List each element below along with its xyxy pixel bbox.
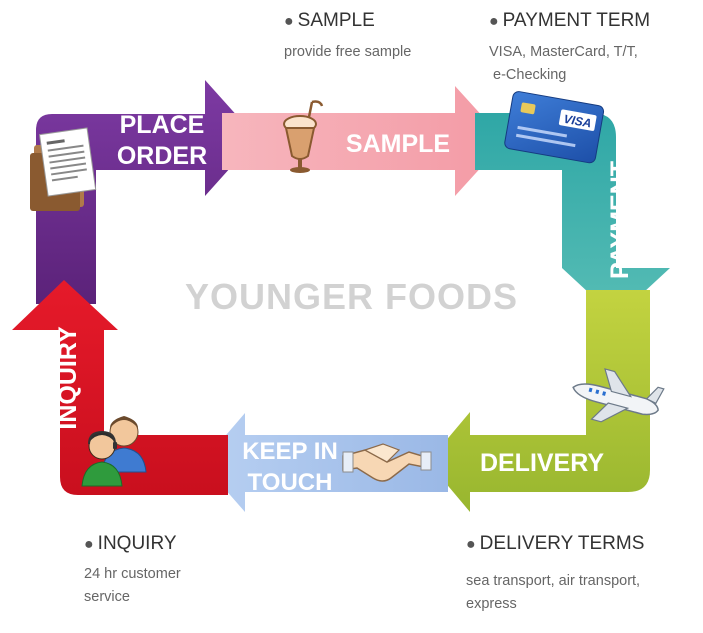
- payment-term-note-title: ●PAYMENT TERM: [489, 10, 651, 31]
- keep-in-touch-arrow: [202, 413, 448, 512]
- payment-arrow: [475, 113, 670, 318]
- sample-label: SAMPLE: [346, 130, 450, 158]
- place-order-label-line2: ORDER: [117, 142, 207, 170]
- payment-segment: PAYMENT: [475, 113, 670, 318]
- delivery-label: DELIVERY: [480, 449, 604, 477]
- payment-term-note-text: VISA, MasterCard, T/T, e-Checking: [489, 44, 638, 83]
- sample-note-text: provide free sample: [284, 44, 412, 60]
- inquiry-note-title: ●INQUIRY: [84, 533, 177, 554]
- card-brand-text: VISA: [563, 112, 593, 131]
- inquiry-label: INQUIRY: [54, 326, 82, 430]
- keep-in-touch-segment: KEEP IN TOUCH: [202, 413, 448, 512]
- place-order-label-line1: PLACE: [120, 111, 205, 139]
- bullet-icon: ●: [489, 13, 499, 30]
- inquiry-segment: INQUIRY: [12, 280, 228, 495]
- inquiry-note-text: 24 hr customer service: [84, 566, 181, 605]
- delivery-arrow: [428, 290, 650, 512]
- sample-segment: SAMPLE: [222, 86, 505, 196]
- keep-in-touch-label-line1: KEEP IN: [242, 438, 338, 465]
- credit-card-icon: VISA: [504, 91, 605, 164]
- bullet-icon: ●: [466, 536, 476, 553]
- place-order-segment: PLACE ORDER: [36, 80, 257, 304]
- bullet-icon: ●: [284, 13, 294, 30]
- handshake-icon: [342, 443, 432, 482]
- airplane-icon: [572, 368, 665, 423]
- sample-note-title: ●SAMPLE: [284, 10, 375, 31]
- document-icon: [30, 127, 97, 211]
- keep-in-touch-label-line2: TOUCH: [248, 469, 333, 496]
- inquiry-arrow: [12, 280, 228, 495]
- support-agents-icon: [81, 416, 147, 487]
- place-order-arrow: [36, 80, 257, 304]
- payment-label: PAYMENT: [606, 161, 634, 279]
- bullet-icon: ●: [84, 536, 94, 553]
- delivery-terms-note-text: sea transport, air transport, express: [466, 573, 641, 612]
- delivery-segment: DELIVERY: [428, 290, 650, 512]
- brand-watermark: YOUNGER FOODS: [184, 276, 519, 317]
- milkshake-icon: [283, 100, 324, 173]
- delivery-terms-note-title: ●DELIVERY TERMS: [466, 533, 645, 554]
